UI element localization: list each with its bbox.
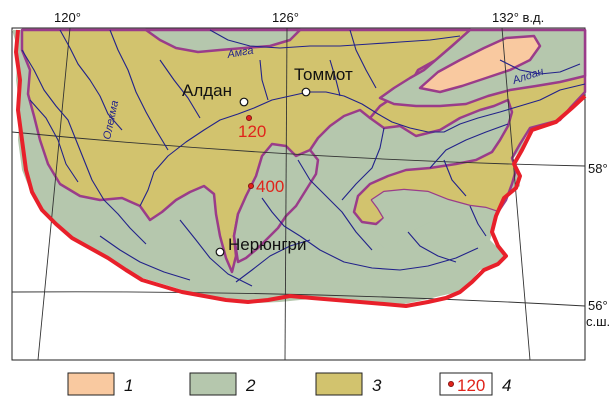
legend: 1 2 3 120 4 bbox=[67, 372, 511, 396]
lat-56-suffix: с.ш. bbox=[586, 314, 610, 329]
elevation-label-120: 120 bbox=[238, 122, 266, 141]
lon-126-label: 126° bbox=[272, 10, 299, 25]
legend-label-4: 4 bbox=[502, 376, 511, 395]
legend-point-value: 120 bbox=[457, 376, 485, 395]
city-markers bbox=[215, 87, 311, 257]
legend-swatch-2 bbox=[189, 372, 237, 396]
lat-56-label: 56° bbox=[588, 298, 608, 313]
legend-label-3: 3 bbox=[372, 376, 382, 395]
legend-swatch-3 bbox=[315, 372, 363, 396]
region-zone-2-tongue bbox=[232, 142, 320, 264]
meridian-132 bbox=[501, 27, 531, 361]
river-label-amga: Амга bbox=[225, 45, 254, 62]
legend-label-2: 2 bbox=[245, 376, 256, 395]
legend-swatch-1 bbox=[67, 372, 115, 396]
parallel-58 bbox=[11, 131, 586, 167]
river-amga bbox=[209, 29, 461, 49]
legend-point-marker bbox=[447, 380, 454, 387]
legend-swatch-4 bbox=[439, 372, 493, 396]
region-boundary bbox=[14, 29, 587, 308]
city-dot-tommot bbox=[301, 87, 311, 97]
meridian-120 bbox=[37, 27, 71, 361]
elevation-label-400: 400 bbox=[256, 177, 284, 196]
city-label-neryungri: Нерюнгри bbox=[228, 235, 306, 254]
lon-132-label: 132° в.д. bbox=[492, 10, 544, 25]
legend-label-1: 1 bbox=[124, 376, 133, 395]
elevation-point-120 bbox=[245, 115, 252, 122]
lon-120-label: 120° bbox=[54, 10, 81, 25]
city-label-tommot: Томмот bbox=[294, 65, 353, 84]
elevation-point-400 bbox=[247, 182, 254, 189]
elevation-points bbox=[245, 115, 254, 189]
river-aldan-main bbox=[139, 83, 586, 207]
region-zone-1-inner bbox=[418, 34, 542, 94]
city-dot-neryungri bbox=[215, 247, 225, 257]
meridian-126 bbox=[284, 27, 288, 361]
region-zone-3-east-patch bbox=[372, 190, 498, 248]
city-dot-aldan bbox=[239, 97, 249, 107]
graticule bbox=[11, 27, 586, 361]
rivers bbox=[21, 29, 586, 287]
lat-58-label: 58° bbox=[588, 161, 608, 176]
parallel-56 bbox=[11, 291, 586, 307]
river-olekma bbox=[21, 49, 147, 245]
city-label-aldan: Алдан bbox=[182, 81, 232, 100]
